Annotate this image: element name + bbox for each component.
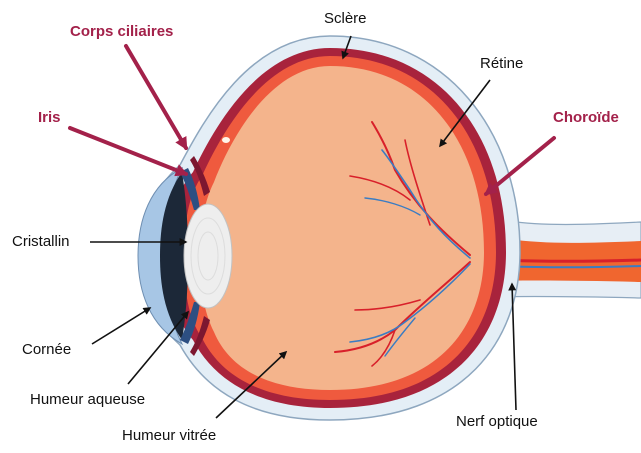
corps-ciliaires-arrow bbox=[126, 46, 186, 148]
label-iris: Iris bbox=[38, 110, 61, 125]
label-corps-ciliaires: Corps ciliaires bbox=[70, 24, 173, 39]
label-cristallin: Cristallin bbox=[12, 234, 70, 249]
label-retine: Rétine bbox=[480, 56, 523, 71]
label-cornee: Cornée bbox=[22, 342, 71, 357]
label-humeur-vitree: Humeur vitrée bbox=[122, 428, 216, 443]
vitreous-highlight bbox=[222, 137, 230, 143]
cornee-line bbox=[92, 308, 150, 344]
label-sclere: Sclère bbox=[324, 11, 367, 26]
label-choroide: Choroïde bbox=[553, 110, 619, 125]
label-nerf-optique: Nerf optique bbox=[456, 414, 538, 429]
label-humeur-aqueuse: Humeur aqueuse bbox=[30, 392, 145, 407]
iris-arrow bbox=[70, 128, 186, 174]
